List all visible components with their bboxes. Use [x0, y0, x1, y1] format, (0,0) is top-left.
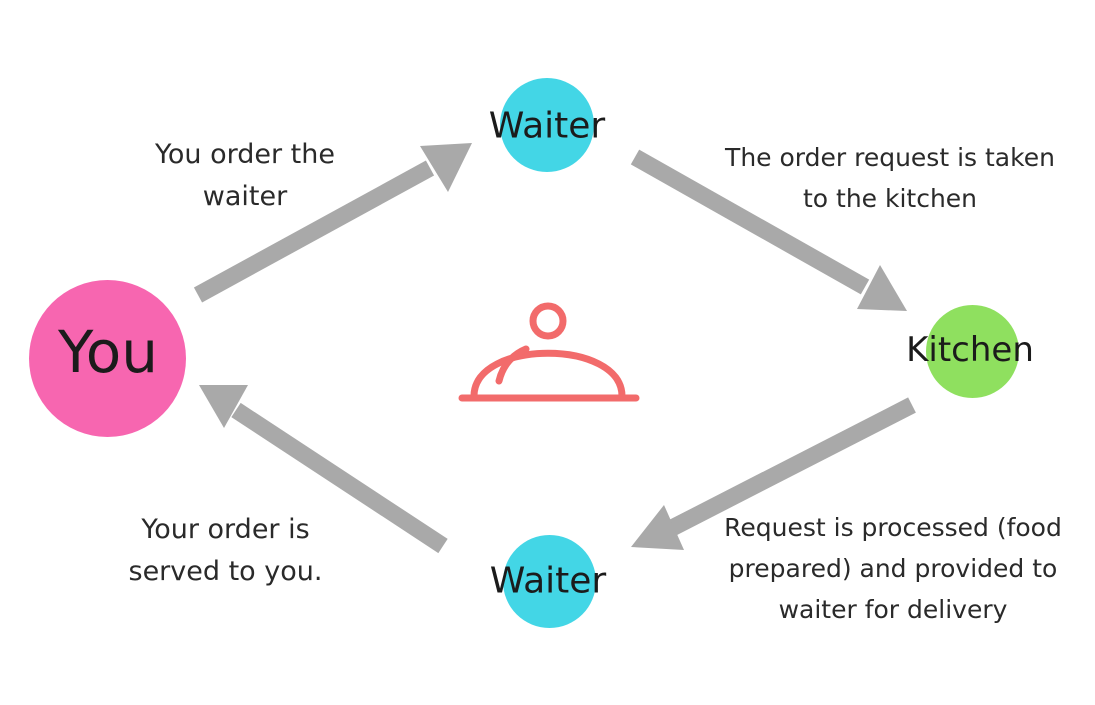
waiter-top-label: Waiter	[488, 105, 606, 147]
caption-line: Request is processed (food	[724, 513, 1062, 542]
you-label: You	[58, 318, 158, 386]
caption-line: The order request is taken	[725, 143, 1055, 172]
caption-order-served: Your order is served to you.	[118, 509, 333, 593]
caption-line: Your order is	[141, 514, 310, 545]
caption-line: prepared) and provided to	[728, 554, 1058, 583]
arrow-you-to-waiter	[193, 143, 472, 303]
caption-line: waiter	[202, 181, 288, 212]
arrow-waiter-to-kitchen	[630, 149, 907, 311]
caption-line: to the kitchen	[802, 184, 978, 213]
waiter-top-node	[500, 78, 594, 172]
waiter-bottom-label: Waiter	[489, 560, 607, 602]
arrow-kitchen-to-waiter	[631, 397, 916, 550]
kitchen-label: Kitchen	[906, 330, 1034, 370]
caption-request-processed: Request is processed (food prepared) and…	[718, 507, 1068, 630]
waiter-bottom-node	[503, 535, 596, 628]
arrow-waiter-to-you	[199, 385, 448, 554]
kitchen-node	[926, 305, 1019, 398]
you-node	[29, 280, 186, 437]
caption-you-order: You order the waiter	[140, 134, 350, 218]
caption-line: You order the	[154, 139, 335, 170]
caption-line: waiter for delivery	[778, 595, 1008, 624]
caption-to-kitchen: The order request is taken to the kitche…	[720, 137, 1060, 219]
caption-line: served to you.	[128, 556, 323, 587]
food-cloche-icon	[458, 302, 640, 402]
